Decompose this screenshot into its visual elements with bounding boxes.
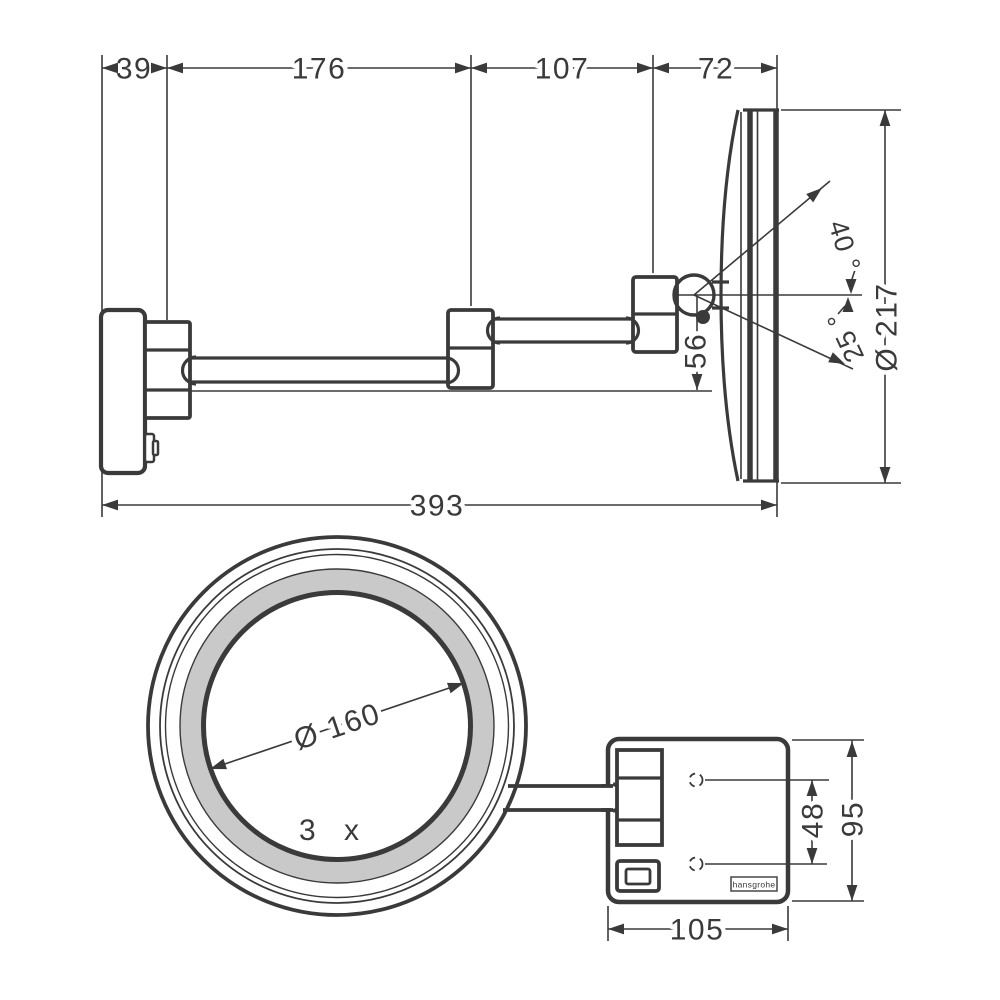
arrow-107-right (637, 62, 653, 74)
arrow-160-upper (447, 682, 464, 694)
arrow-105-right (772, 923, 788, 935)
arrow-56-down (691, 374, 703, 390)
dim-wall-offset: 39 (116, 53, 152, 86)
dim-plate-height: 95 (837, 801, 870, 837)
mirror-glass-curve (719, 109, 740, 482)
mirror-rim-line-2 (159, 548, 515, 904)
lower-arm-left-cap (180, 355, 197, 386)
power-switch-nub (151, 439, 160, 457)
arrow-393-right (761, 499, 777, 511)
glass-diameter-dimension-line (209, 682, 465, 770)
mirror-outer-rim (146, 535, 528, 917)
tilt-down-leader-stub (837, 305, 846, 315)
dim-tilt-up-angle: 40 ° (823, 217, 867, 276)
arrow-107-left (471, 62, 487, 74)
dim-pivot-drop: 56 (680, 333, 713, 369)
screw-hole-upper (688, 772, 704, 788)
upper-arm-left-cap (485, 316, 501, 345)
ball-joint (672, 273, 716, 317)
side-view: 39 176 107 72 393 Ø 217 56 40 ° 25 ° (98, 48, 908, 527)
dim-glass-diameter: Ø 160 (290, 697, 385, 757)
ball-joint-pin (696, 310, 710, 324)
brand-logo-text: hansgrohe (733, 880, 776, 890)
product-side-profile (98, 108, 779, 483)
arrow-48-bottom (806, 848, 818, 864)
mirror-rim-line-3 (164, 553, 510, 899)
dim-total-reach: 393 (410, 490, 465, 523)
screw-hole-lower (688, 856, 704, 872)
bracket-front (615, 748, 664, 847)
power-switch-front (615, 859, 661, 893)
dim-hole-spacing: 48 (797, 802, 830, 838)
lower-arm-right-cap (445, 356, 461, 385)
led-ring-outer-edge (179, 568, 495, 884)
arrow-tilt-down-line (828, 352, 845, 364)
dim-head-depth: 72 (698, 53, 734, 86)
brand-logo-box (730, 876, 778, 892)
arrow-176-right (455, 62, 471, 74)
arrow-217-bottom (879, 467, 891, 483)
arrow-393-left (102, 499, 118, 511)
extension-lines (101, 55, 901, 517)
arrow-160-lower (210, 758, 227, 770)
upper-arm-right-cap (625, 316, 641, 345)
arrow-72-left (653, 62, 669, 74)
dim-arm-segment-2: 107 (535, 53, 590, 86)
arrow-105-left (608, 923, 624, 935)
arrow-angle-ref-upper (845, 279, 857, 294)
arrow-217-top (879, 110, 891, 126)
arrow-72-right (761, 62, 777, 74)
plate-edge-gap (601, 787, 613, 808)
dim-arm-segment-1: 176 (292, 53, 347, 86)
dim-plate-width: 105 (670, 914, 725, 947)
wall-plate-side (98, 307, 148, 476)
arrow-95-bottom (846, 885, 858, 901)
arrow-176-left (167, 62, 183, 74)
arrow-39-left (102, 62, 118, 74)
arrow-48-top (806, 780, 818, 796)
arrow-95-top (846, 741, 858, 757)
dim-mirror-diameter: Ø 217 (871, 282, 904, 371)
arrow-39-right (151, 62, 167, 74)
magnification-label: 3 x (299, 814, 369, 847)
power-switch-button (624, 867, 652, 886)
wall-bracket-side (143, 320, 192, 420)
dimension-lines (102, 67, 886, 506)
arrow-angle-ref-lower (842, 297, 854, 312)
led-light-ring (180, 569, 494, 883)
wall-plate-view: 48 95 105 hansgrohe (601, 736, 874, 951)
front-view: Ø 160 3 x (146, 535, 613, 917)
side-view-dimension-labels: 39 176 107 72 393 Ø 217 56 40 ° 25 ° (111, 48, 908, 527)
arrow-tilt-up-line (806, 188, 822, 203)
side-view-arrowheads (102, 62, 891, 511)
tilt-up-angle-line (693, 180, 831, 296)
glass-edge-circle (201, 590, 473, 862)
